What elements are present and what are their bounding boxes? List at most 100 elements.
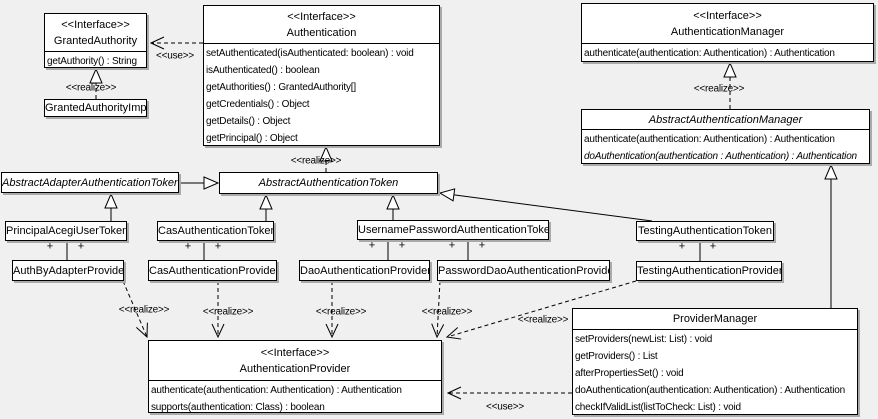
title-compartment: PasswordDaoAuthenticationProvider bbox=[438, 261, 609, 280]
class-auth-by-adapter-provider[interactable]: AuthByAdapterProvider bbox=[12, 260, 124, 281]
method-text: afterPropertiesSet() : void bbox=[575, 368, 684, 379]
title-compartment: AbstractAuthenticationToken bbox=[220, 173, 437, 193]
title-compartment: GrantedAuthorityImpl bbox=[45, 100, 146, 116]
stereotype-label: <<realize>> bbox=[202, 306, 254, 318]
methods-compartment: setAuthenticated(isAuthenticated: boolea… bbox=[204, 43, 439, 145]
class-principal-acegi-user-token[interactable]: PrincipalAcegiUserToken bbox=[5, 221, 127, 241]
association-end-plus: + bbox=[77, 240, 85, 253]
stereotype-label: <<use>> bbox=[155, 50, 195, 62]
class-name: PrincipalAcegiUserToken bbox=[6, 225, 126, 237]
methods-compartment: authenticate(authentication: Authenticat… bbox=[582, 129, 869, 163]
stereotype-label: <<realize>> bbox=[65, 82, 117, 94]
class-abstract-authentication-manager[interactable]: AbstractAuthenticationManager authenticat… bbox=[581, 109, 870, 164]
association-end-plus: + bbox=[678, 240, 686, 253]
class-authentication-manager[interactable]: <<Interface>> AuthenticationManager authen… bbox=[581, 3, 874, 62]
title-compartment: PrincipalAcegiUserToken bbox=[6, 222, 126, 240]
method-text: setProviders(newList: List) : void bbox=[575, 334, 713, 345]
title-compartment: <<Interface>> AuthenticationManager bbox=[582, 4, 873, 43]
association-end-plus: + bbox=[709, 240, 717, 253]
association-end-plus: + bbox=[398, 239, 406, 252]
stereotype-text: <<Interface>> bbox=[287, 10, 356, 23]
title-compartment: DaoAuthenticationProvider bbox=[300, 261, 429, 280]
title-compartment: CasAuthenticationProvider bbox=[149, 261, 276, 280]
class-provider-manager[interactable]: ProviderManager setProviders(newList: Lis… bbox=[572, 308, 858, 415]
stereotype-text: <<Interface>> bbox=[61, 18, 130, 31]
title-compartment: <<Interface>> Authentication bbox=[204, 6, 439, 43]
stereotype-label: <<realize>> bbox=[693, 83, 745, 95]
method-text: getCredentials() : Object bbox=[206, 99, 310, 110]
class-name: AuthByAdapterProvider bbox=[13, 264, 123, 277]
class-granted-authority[interactable]: <<Interface>> GrantedAuthority getAuthorit… bbox=[44, 13, 147, 68]
method-text: authenticate(authentication: Authenticat… bbox=[584, 134, 835, 145]
association-end-plus: + bbox=[184, 240, 192, 253]
class-abstract-authentication-token[interactable]: AbstractAuthenticationToken bbox=[219, 172, 438, 194]
stereotype-text: <<Interface>> bbox=[260, 346, 330, 359]
class-cas-authentication-provider[interactable]: CasAuthenticationProvider bbox=[148, 260, 277, 281]
class-testing-authentication-provider[interactable]: TestingAuthenticationProvider bbox=[636, 261, 782, 281]
class-name: AuthenticationProvider bbox=[239, 362, 351, 375]
class-testing-authentication-token[interactable]: TestingAuthenticationToken bbox=[636, 221, 774, 241]
method-text: supports(authentication: Class) : boolea… bbox=[151, 402, 325, 413]
methods-compartment: setProviders(newList: List) : void getPro… bbox=[573, 329, 857, 414]
class-name: AuthenticationManager bbox=[670, 25, 785, 38]
edge-testingauthenticationprovider-realizes-authenticationprovider bbox=[447, 280, 637, 337]
title-compartment: AuthByAdapterProvider bbox=[13, 261, 123, 280]
association-end-plus: + bbox=[448, 239, 456, 252]
method-text: doAuthentication(authentication: Authent… bbox=[575, 385, 845, 396]
class-name: TestingAuthenticationProvider bbox=[637, 265, 781, 277]
class-name: PasswordDaoAuthenticationProvider bbox=[438, 264, 609, 277]
title-compartment: <<Interface>> AuthenticationProvider bbox=[149, 341, 441, 380]
class-authentication-provider[interactable]: <<Interface>> AuthenticationProvider authe… bbox=[148, 340, 442, 413]
stereotype-label: <<use>> bbox=[485, 401, 525, 413]
methods-compartment: authenticate(authentication: Authenticat… bbox=[149, 380, 441, 413]
class-name: AbstractAdapterAuthenticationToken bbox=[2, 176, 178, 189]
method-text: getAuthority() : String bbox=[47, 56, 137, 67]
association-end-plus: + bbox=[46, 240, 54, 253]
stereotype-label: <<realize>> bbox=[118, 304, 170, 316]
class-name: ProviderManager bbox=[672, 313, 758, 325]
edge-authbyadapterprovider-realizes-authenticationprovider bbox=[122, 280, 147, 337]
stereotype-label: <<realize>> bbox=[315, 306, 367, 318]
association-end-plus: + bbox=[368, 239, 376, 252]
methods-compartment: getAuthority() : String bbox=[45, 51, 146, 67]
method-text: isAuthenticated() : boolean bbox=[206, 65, 320, 76]
title-compartment: TestingAuthenticationProvider bbox=[637, 262, 781, 280]
class-authentication[interactable]: <<Interface>> Authentication setAuthentica… bbox=[203, 5, 440, 146]
title-compartment: AbstractAuthenticationManager bbox=[582, 110, 869, 129]
class-name: DaoAuthenticationProvider bbox=[300, 264, 429, 277]
class-abstract-adapter-authentication-token[interactable]: AbstractAdapterAuthenticationToken bbox=[1, 172, 179, 193]
class-granted-authority-impl[interactable]: GrantedAuthorityImpl bbox=[44, 99, 147, 117]
method-text: getAuthorities() : GrantedAuthority[] bbox=[206, 82, 356, 93]
stereotype-label: <<realize>> bbox=[290, 155, 342, 167]
title-compartment: AbstractAdapterAuthenticationToken bbox=[2, 173, 178, 192]
method-text: authenticate(authentication: Authenticat… bbox=[151, 385, 402, 396]
title-compartment: TestingAuthenticationToken bbox=[637, 222, 773, 240]
methods-compartment: authenticate(authentication: Authenticat… bbox=[582, 43, 873, 61]
title-compartment: UsernamePasswordAuthenticationToken bbox=[358, 221, 548, 239]
association-end-plus: + bbox=[214, 240, 222, 253]
class-name: TestingAuthenticationToken bbox=[638, 225, 772, 237]
method-text: doAuthentication(authentication : Authen… bbox=[584, 151, 857, 162]
class-password-dao-authentication-provider[interactable]: PasswordDaoAuthenticationProvider bbox=[437, 260, 610, 281]
method-text: getProviders() : List bbox=[575, 351, 658, 362]
class-name: AbstractAuthenticationToken bbox=[258, 177, 399, 189]
class-name: Authentication bbox=[286, 26, 357, 39]
edge-testingauthenticationtoken-extends-abstractauthenticationtoken bbox=[440, 193, 653, 222]
title-compartment: CasAuthenticationToken bbox=[158, 222, 273, 240]
association-end-plus: + bbox=[478, 239, 486, 252]
method-text: authenticate(authentication: Authenticat… bbox=[584, 48, 835, 59]
class-name: UsernamePasswordAuthenticationToken bbox=[358, 224, 548, 236]
title-compartment: <<Interface>> GrantedAuthority bbox=[45, 14, 146, 51]
stereotype-label: <<realize>> bbox=[517, 314, 569, 326]
method-text: checkIfValidList(listToCheck: List) : vo… bbox=[575, 402, 741, 413]
class-name: GrantedAuthority bbox=[53, 34, 138, 47]
method-text: getPrincipal() : Object bbox=[206, 133, 298, 144]
stereotype-label: <<realize>> bbox=[421, 306, 473, 318]
class-dao-authentication-provider[interactable]: DaoAuthenticationProvider bbox=[299, 260, 430, 281]
class-cas-authentication-token[interactable]: CasAuthenticationToken bbox=[157, 221, 274, 241]
class-username-password-authentication-token[interactable]: UsernamePasswordAuthenticationToken bbox=[357, 220, 549, 240]
stereotype-text: <<Interface>> bbox=[693, 9, 762, 22]
title-compartment: ProviderManager bbox=[573, 309, 857, 329]
